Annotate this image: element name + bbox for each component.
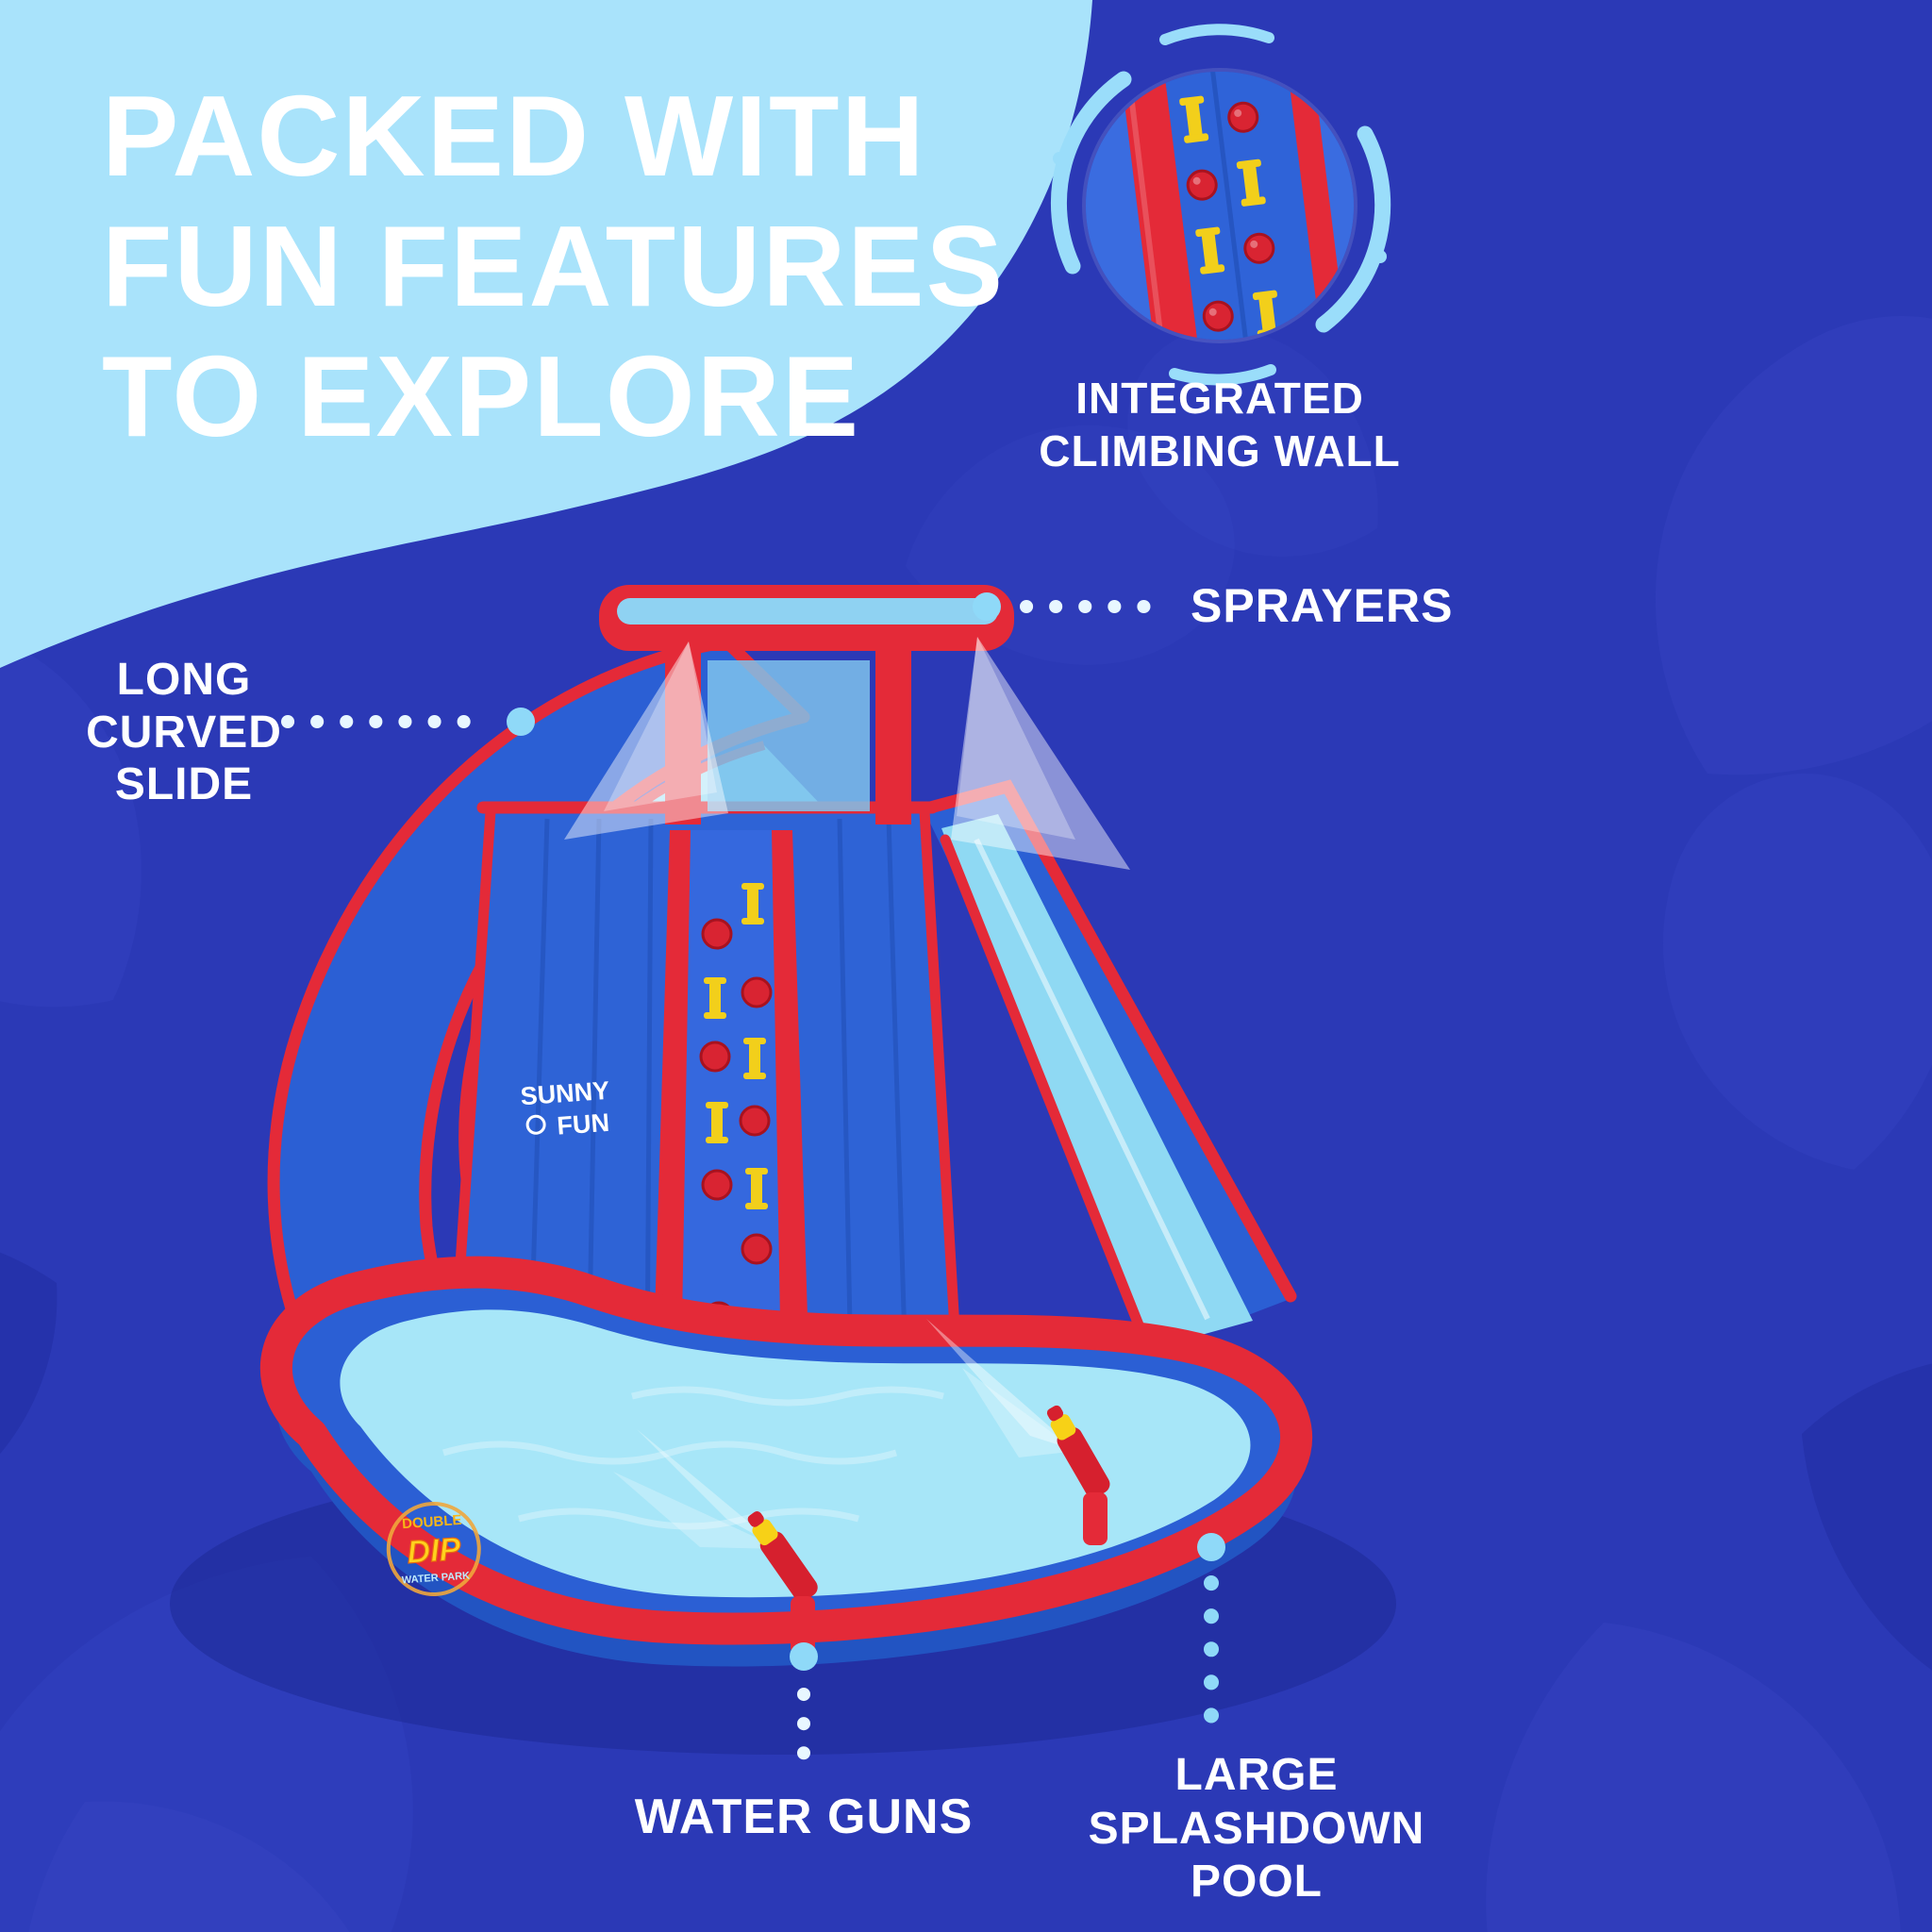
water-splash-swirl-icon [1050,24,1391,386]
climbing-wall-callout: INTEGRATED CLIMBING WALL [962,372,1477,477]
svg-text:DOUBLE: DOUBLE [402,1512,462,1532]
long-curved-slide-callout: LONG CURVED SLIDE [80,654,288,811]
pool-anchor-dot [1197,1533,1225,1561]
water-gun-right [926,1319,1110,1545]
headline-line: FUN FEATURES [102,201,1006,330]
svg-text:SUNNY: SUNNY [520,1076,610,1111]
callout-line: POOL [1190,1857,1323,1907]
headline-line: TO EXPLORE [102,331,861,460]
right-slide [924,779,1297,1357]
brand-logo: SUNNY FUN [520,1076,610,1141]
callout-line: INTEGRATED [1075,374,1364,423]
splashdown-pool: DOUBLE DIP WATER PARK [259,1256,1313,1667]
water-guns-leader [790,1642,818,1778]
callout-line: CURVED [86,707,282,758]
callout-line: LONG [116,655,252,705]
sprayers-leader [973,592,1176,621]
climbing-grips [1186,101,1275,332]
pool-water [340,1309,1251,1598]
callout-line: SPLASHDOWN [1088,1803,1425,1854]
splashdown-pool-leader [1197,1533,1225,1741]
sprayer-bar [599,585,1014,824]
callout-line: LARGE [1174,1750,1339,1800]
sprayers-anchor-dot [973,592,1001,621]
svg-text:FUN: FUN [556,1108,609,1141]
water-gun-left [613,1429,818,1655]
water-guns-callout: WATER GUNS [634,1790,974,1844]
callout-line: SLIDE [114,759,254,810]
svg-text:DIP: DIP [406,1531,462,1571]
slide-anchor-dot [507,708,535,736]
sprayers-callout: SPRAYERS [1191,579,1454,632]
headline: PACKED WITH FUN FEATURES TO EXPLORE [102,72,1005,462]
sprayer-mist [564,637,1130,870]
splashdown-pool-callout: LARGE SPLASHDOWN POOL [1021,1749,1492,1909]
long-curved-slide-leader [281,708,535,736]
callout-line: CLIMBING WALL [1039,426,1401,476]
double-dip-badge: DOUBLE DIP WATER PARK [386,1502,481,1597]
svg-text:WATER PARK: WATER PARK [401,1570,470,1586]
water-guns-anchor-dot [790,1642,818,1671]
water-park-illustration: SUNNY FUN [170,585,1396,1755]
climbing-rungs [1179,95,1282,338]
headline-line: PACKED WITH [102,72,926,200]
